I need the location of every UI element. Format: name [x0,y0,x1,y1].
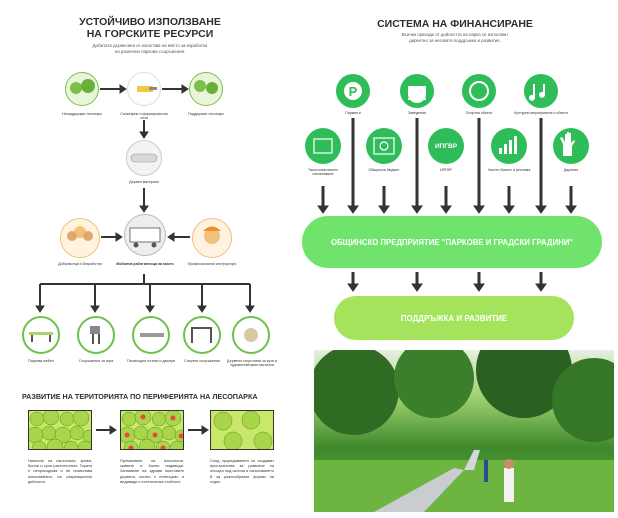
second-source-label-5: Дарения [563,168,579,172]
timber-icon [126,140,162,176]
parking-icon: P [336,74,370,108]
hand-icon [553,128,589,164]
top-source-label-1: Паркинги [345,111,361,115]
growth-chart-icon [491,128,527,164]
thinning-square [120,410,184,450]
product-label-2: Съоръжения за игра [78,359,114,363]
maintenance-pill: ПОДДРЪЖКА И РАЗВИТИЕ [334,296,574,340]
product-label-5: Дървени стърготини за кухи и художествен… [227,359,277,368]
right-subtitle-line1: Всички приходи от дейността на парка се … [401,32,509,37]
music-note-icon [524,74,558,108]
volunteers-label: Доброволци и безработни [58,262,102,266]
second-source-label-2: Общински бюджет [368,168,400,172]
center-node-label: Мобилна работилница на място [116,262,174,266]
desc-2: Премахване на изсъхнали, кривите и болни… [120,458,184,484]
top-source-label-3: Спортни обекти [465,111,493,115]
product-label-4: Спортни съоръжения [184,359,220,363]
dense-forest-pattern [29,411,91,449]
desc-3: След проредяването се създават пространс… [210,458,274,484]
second-source-label-1: Такса комплексно озеленяване [308,168,338,177]
right-subtitle-line2: директно за неговата поддръжка и развити… [409,37,501,43]
safe-icon [366,128,402,164]
thinning-pattern [121,411,183,449]
row1-label-1: Неподдържан лесопарк [62,112,102,116]
ball-icon [462,74,496,108]
ipgvr-badge: ИПГВР [434,142,458,150]
wood-chips-icon [232,316,270,354]
building-icon [305,128,341,164]
sports-equipment-icon [183,316,221,354]
product-label-1: Паркова мебел [28,359,54,363]
left-title: УСТОЙЧИВО ИЗПОЛЗВАНЕ НА ГОРСКИТЕ РЕСУРСИ [40,16,260,40]
timber-label: Дървен материал [129,180,159,184]
row1-label-2: Санитарни и формировъчни сечи [120,112,168,121]
unkempt-forest-icon [65,72,99,106]
right-title: СИСТЕМА НА ФИНАНСИРАНЕ [377,18,533,30]
row1-label-3: Поддържан лесопарк [188,112,224,116]
left-subtitle: Добитата дървесина се използва на място … [40,43,260,54]
cup-icon [400,74,434,108]
kept-forest-icon [189,72,223,106]
second-source-label-3: ИПГВР [440,168,452,172]
parking-letter: P [344,82,362,100]
playground-icon [77,316,115,354]
desc-1: Наличие на изсъхнали, криви, болни и сух… [28,458,92,484]
park-bench-icon [22,316,60,354]
product-label-3: Пешеходни пътеки и дюкери [127,359,175,363]
chainsaw-icon [127,72,161,106]
thinned-forest-square [210,410,274,450]
left-title-line1: УСТОЙЧИВО ИЗПОЛЗВАНЕ [79,16,221,28]
second-source-label-4: Частен бизнес и реклама [487,168,531,172]
instructor-icon [192,218,232,258]
volunteers-icon [60,218,100,258]
right-subtitle: Всички приходи от дейността на парка се … [320,32,590,43]
walkway-icon [132,316,170,354]
thinned-forest-pattern [213,411,273,449]
left-subtitle-line1: Добитата дървесина се използва на място … [92,43,208,48]
park-scene [314,350,614,512]
left-title-line2: НА ГОРСКИТЕ РЕСУРСИ [86,28,214,40]
enterprise-pill: ОБЩИНСКО ПРЕДПРИЯТИЕ "ПАРКОВЕ И ГРАДСКИ … [302,216,602,268]
ipgvr-icon: ИПГВР [428,128,464,164]
workshop-trailer-icon [124,214,166,256]
left-subtitle-line2: на различни паркови съоръжения. [114,48,186,54]
instructors-label: Професионални инструктори [187,262,237,266]
top-source-label-4: Културни мероприятия и обекти [514,111,568,115]
park-rendering-image [314,350,614,512]
section2-title: РАЗВИТИЕ НА ТЕРИТОРИЯТА ПО ПЕРИФЕРИЯТА Н… [22,392,258,401]
top-source-label-2: Заведения [408,111,426,115]
dense-forest-square [28,410,92,450]
